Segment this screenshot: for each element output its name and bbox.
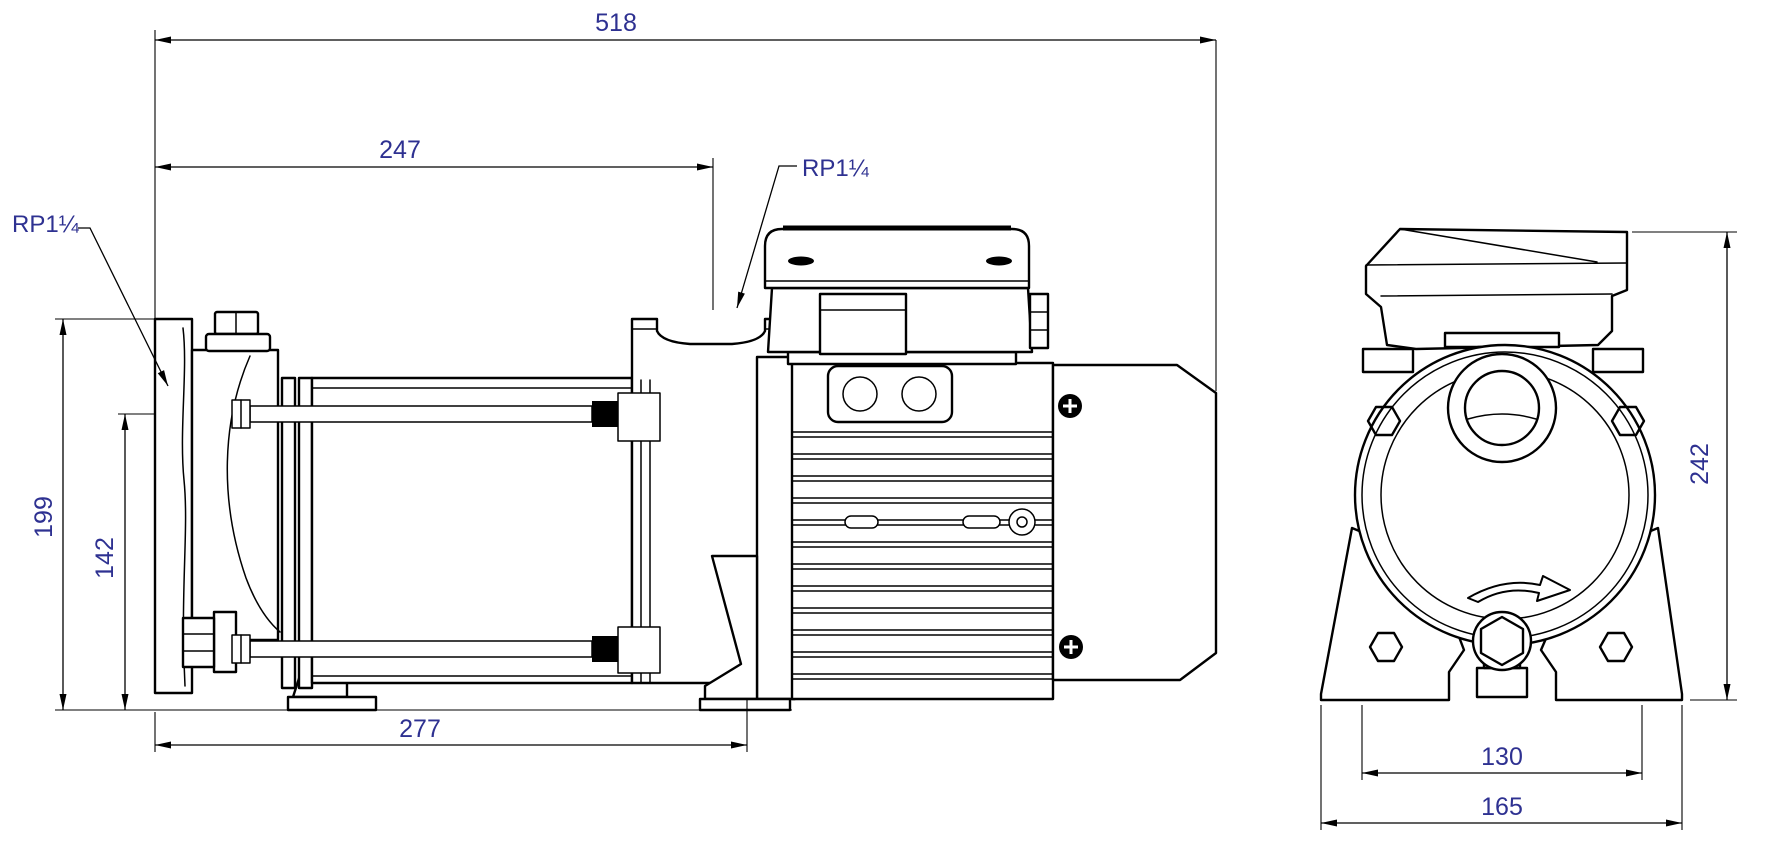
tie-rods (231, 392, 661, 674)
terminal-box-lid (763, 227, 1031, 290)
motor (698, 355, 1055, 712)
suction-port-front (1446, 352, 1558, 464)
cable-gland-boss (826, 364, 954, 424)
lid-screw-left (788, 256, 814, 266)
terminal-box-front (1364, 227, 1629, 351)
fan-cover-screw-top (1058, 394, 1082, 418)
motor-foot-pad (698, 697, 792, 712)
tie-rod-nut-bottom (592, 636, 618, 662)
cooling-fins (791, 431, 1054, 680)
leader-suction-port (78, 227, 169, 387)
stage-barrel (280, 376, 634, 690)
lid-screw-right (986, 256, 1012, 266)
label-suction-port-thread: RP1¼ (12, 211, 80, 238)
front-view (1319, 227, 1684, 702)
dimensions: 518 247 277 199 142 242 130 165 RP1¼ RP1… (12, 9, 1737, 830)
fan-cover-screw-bottom (1059, 635, 1083, 659)
drain-plug-front (1471, 610, 1533, 699)
dim-text-shaft-height: 142 (91, 537, 119, 579)
dim-text-foot-width: 165 (1481, 793, 1523, 821)
suction-casing (181, 310, 281, 674)
rotation-direction-arrow (1467, 575, 1571, 603)
side-view (55, 225, 1218, 712)
drain-plug-side (181, 610, 238, 674)
fan-cover (1051, 363, 1218, 682)
dim-text-overall-height: 242 (1686, 443, 1714, 485)
tie-rod-nut-top (592, 401, 618, 427)
nameplate-rivets (844, 508, 1036, 536)
dim-text-foot-span: 277 (399, 715, 441, 743)
bearing-bracket (755, 355, 797, 701)
leader-discharge-port (736, 165, 797, 309)
dim-text-overall-length: 518 (595, 9, 637, 37)
pump-casing-front (1353, 343, 1657, 647)
port-adapter (1361, 331, 1645, 374)
terminal-box-side (763, 225, 1050, 366)
dim-text-port-distance: 247 (379, 136, 421, 164)
conduit-entry (1028, 292, 1050, 350)
dim-text-port-height: 199 (30, 496, 58, 538)
label-discharge-port-thread: RP1¼ (802, 155, 870, 182)
dim-text-foot-hole-span: 130 (1481, 743, 1523, 771)
flange-bolts (1366, 405, 1646, 663)
